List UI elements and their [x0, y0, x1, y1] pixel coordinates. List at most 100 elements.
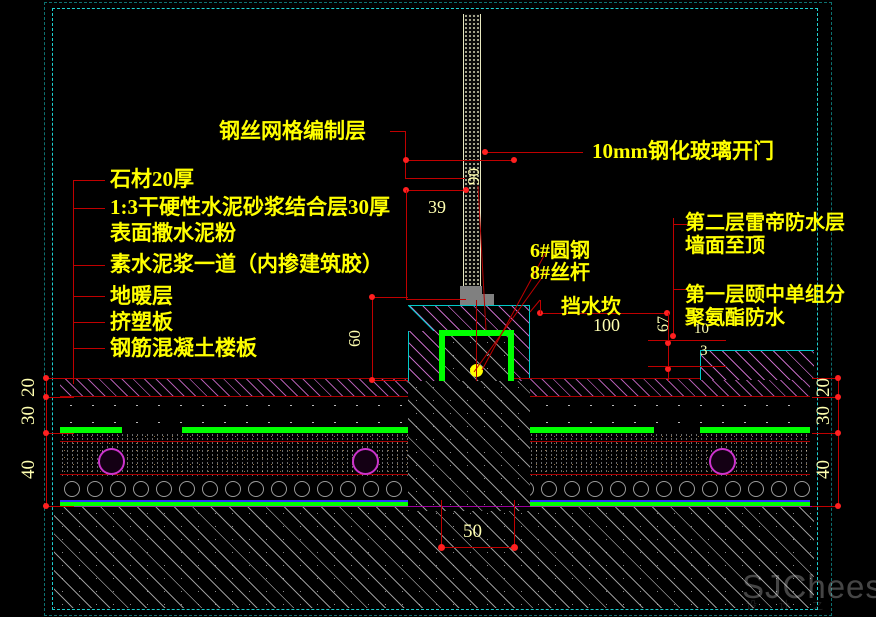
dimtick-90-a: [403, 157, 409, 163]
xps-cell: [564, 481, 580, 497]
right-wall-outline-left: [700, 350, 701, 380]
drawing-border-outer: [44, 2, 832, 616]
leader-mesh-horizontal: [390, 131, 406, 132]
dimchain-left-t3: [46, 433, 74, 434]
leader-tick-heating: [73, 296, 105, 297]
dimtick-90-b: [511, 157, 517, 163]
xps-cell: [363, 481, 379, 497]
dimtick-L1: [43, 375, 49, 381]
leader-mesh-vertical: [405, 131, 406, 178]
curb-outline-right: [529, 305, 530, 381]
xps-cell: [156, 481, 172, 497]
layer-mortar-left: [60, 397, 408, 428]
dimtick-50-b: [511, 544, 518, 551]
dim-3: 3: [700, 343, 708, 359]
curb-outline-left: [408, 305, 409, 381]
layer-stone-top-line-left: [60, 378, 408, 379]
xps-cell: [110, 481, 126, 497]
xps-cell: [87, 481, 103, 497]
dimtick-L2: [43, 394, 49, 400]
dimtick-100-b: [664, 310, 670, 316]
dimchain-left-t4: [46, 506, 74, 507]
leader-tick-stone: [73, 180, 105, 181]
leader-glass-door-dot: [482, 149, 488, 155]
leader-wp2: [673, 224, 687, 225]
dim-39: 39: [428, 197, 446, 217]
heating-divider-left-2: [60, 474, 408, 475]
dim-10: 10: [694, 321, 709, 337]
dimtick-67-b: [665, 366, 671, 372]
layer-stone-top-line-right: [514, 378, 810, 379]
leader-wp2-spine: [673, 218, 674, 336]
dimchain-right-t1: [812, 378, 840, 379]
membrane-slab-left: [60, 502, 408, 507]
watermark-subtitle: 设计之士: [746, 600, 845, 617]
curb-outline-top: [408, 305, 530, 306]
dimline-10: [648, 340, 726, 341]
xps-base-line-left: [60, 500, 408, 502]
extline-left-to-curb: [406, 299, 466, 300]
dimtick-67-a: [665, 340, 671, 346]
dimtick-R1: [835, 375, 841, 381]
label-second-waterproof-layer: 第二层雷帝防水层: [685, 212, 845, 234]
dimchain-right-t2: [812, 397, 840, 398]
heating-pipe-right-1: [709, 448, 736, 475]
leader-spine-left: [73, 180, 74, 374]
extline-50-r: [514, 500, 515, 550]
dimtick-50-a: [438, 544, 445, 551]
dimtick-R3: [835, 430, 841, 436]
label-xps-board: 挤塑板: [110, 310, 173, 334]
xps-circles-left: [60, 476, 408, 502]
dimline-50: [441, 547, 515, 548]
label-wall-to-top: 墙面至顶: [685, 235, 765, 257]
leader-tick-slurry: [73, 265, 105, 266]
xps-cell: [179, 481, 195, 497]
dim-layer-20-left: 20: [18, 378, 39, 397]
xps-cell: [633, 481, 649, 497]
dimtick-R2: [835, 394, 841, 400]
membrane-floor-left-c: [360, 427, 408, 433]
label-dry-mortar-30: 1:3干硬性水泥砂浆结合层30厚: [110, 195, 390, 219]
slab-top-line: [54, 506, 814, 507]
right-wall-outline: [700, 350, 814, 351]
label-round-steel-6: 6#圆钢: [530, 240, 590, 262]
xps-circles-right: [514, 476, 810, 502]
dim-curb-base-50: 50: [463, 521, 482, 542]
leader-curb-label: [540, 300, 541, 314]
xps-cell: [294, 481, 310, 497]
membrane-floor-left-b: [182, 427, 360, 433]
label-floor-heating: 地暖层: [110, 284, 173, 308]
dimchain-left-t2: [46, 397, 74, 398]
label-stone-20-thick: 石材20厚: [110, 167, 194, 191]
leader-wp1: [673, 289, 687, 290]
heating-divider-right-2: [514, 474, 810, 475]
extline-50-l: [441, 500, 442, 550]
leader-tick-slab: [73, 348, 105, 349]
dimline-60-bot: [372, 380, 408, 381]
dimtick-90-d: [463, 187, 469, 193]
dimtick-60-a: [369, 294, 375, 300]
xps-cell: [794, 481, 810, 497]
dimline-60-top: [372, 297, 408, 298]
heating-pipe-left-2: [352, 448, 379, 475]
dim-layer-40-left: 40: [18, 460, 39, 479]
dim-layer-30-left: 30: [18, 406, 39, 425]
label-water-stop-curb: 挡水坎: [561, 296, 621, 318]
dim-glass-door-width: 90: [464, 168, 483, 185]
dimtick-L3: [43, 430, 49, 436]
right-wall-block: [700, 350, 814, 380]
xps-cell: [725, 481, 741, 497]
layer-stone-bot-line-left: [60, 396, 408, 397]
rc-floor-slab: [54, 507, 814, 608]
dimchain-right-t4: [812, 506, 840, 507]
label-first-waterproof-layer: 第一层颐中单组分: [685, 284, 845, 306]
membrane-slab-right: [514, 502, 810, 507]
leader-tick-mortar: [73, 208, 105, 209]
curb-chamfer: [408, 305, 434, 331]
xps-cell: [771, 481, 787, 497]
xps-cell: [587, 481, 603, 497]
label-steel-wire-mesh: 钢丝网格编制层: [219, 119, 366, 143]
layer-stone-bot-line-right: [514, 396, 810, 397]
label-tempered-glass-door: 10mm钢化玻璃开门: [592, 139, 774, 163]
drawing-border: [52, 8, 818, 610]
